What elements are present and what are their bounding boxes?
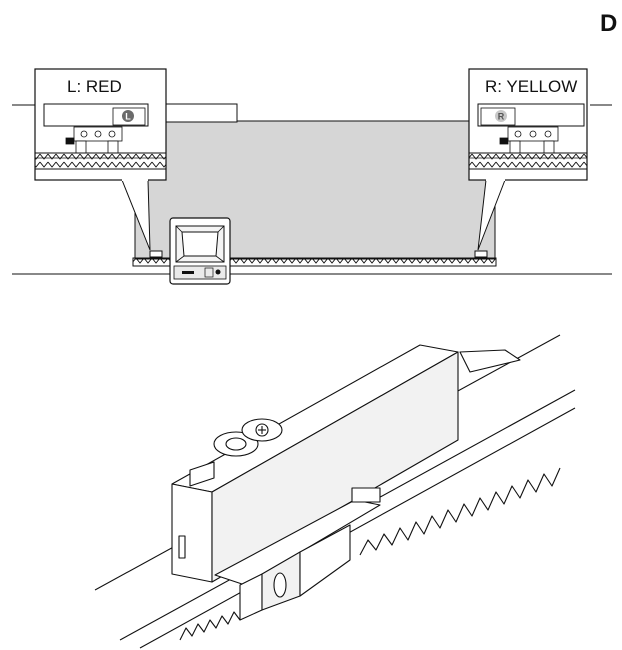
- detail-rack-teeth: [179, 467, 561, 641]
- gate-motor-unit: [169, 217, 231, 285]
- limit-switch-detail: [94, 334, 576, 649]
- right-limit-bracket: [474, 250, 488, 258]
- switch-indicator-slot: [178, 535, 186, 559]
- right-callout-title: R: YELLOW: [485, 77, 577, 96]
- right-badge: [495, 110, 507, 122]
- right-bracket-detail: [499, 126, 559, 154]
- right-callout-rack: [468, 152, 588, 170]
- left-badge-letter: L: [125, 112, 131, 122]
- left-callout: L: RED L: [34, 68, 167, 251]
- rail-base-line: [139, 407, 576, 649]
- left-limit-bracket: [149, 250, 163, 258]
- switch-housing-side: [211, 351, 459, 583]
- left-callout-title: L: RED: [67, 77, 122, 96]
- left-badge: [122, 110, 134, 122]
- right-badge-letter: R: [498, 112, 505, 122]
- gate-rack: [132, 257, 497, 267]
- left-bracket-detail: [65, 126, 123, 154]
- switch-housing-front: [171, 483, 213, 583]
- bracket-base: [214, 499, 381, 586]
- right-callout: R: YELLOW R: [468, 68, 588, 251]
- section-letter: D: [600, 10, 618, 37]
- left-callout-rack: [34, 152, 167, 170]
